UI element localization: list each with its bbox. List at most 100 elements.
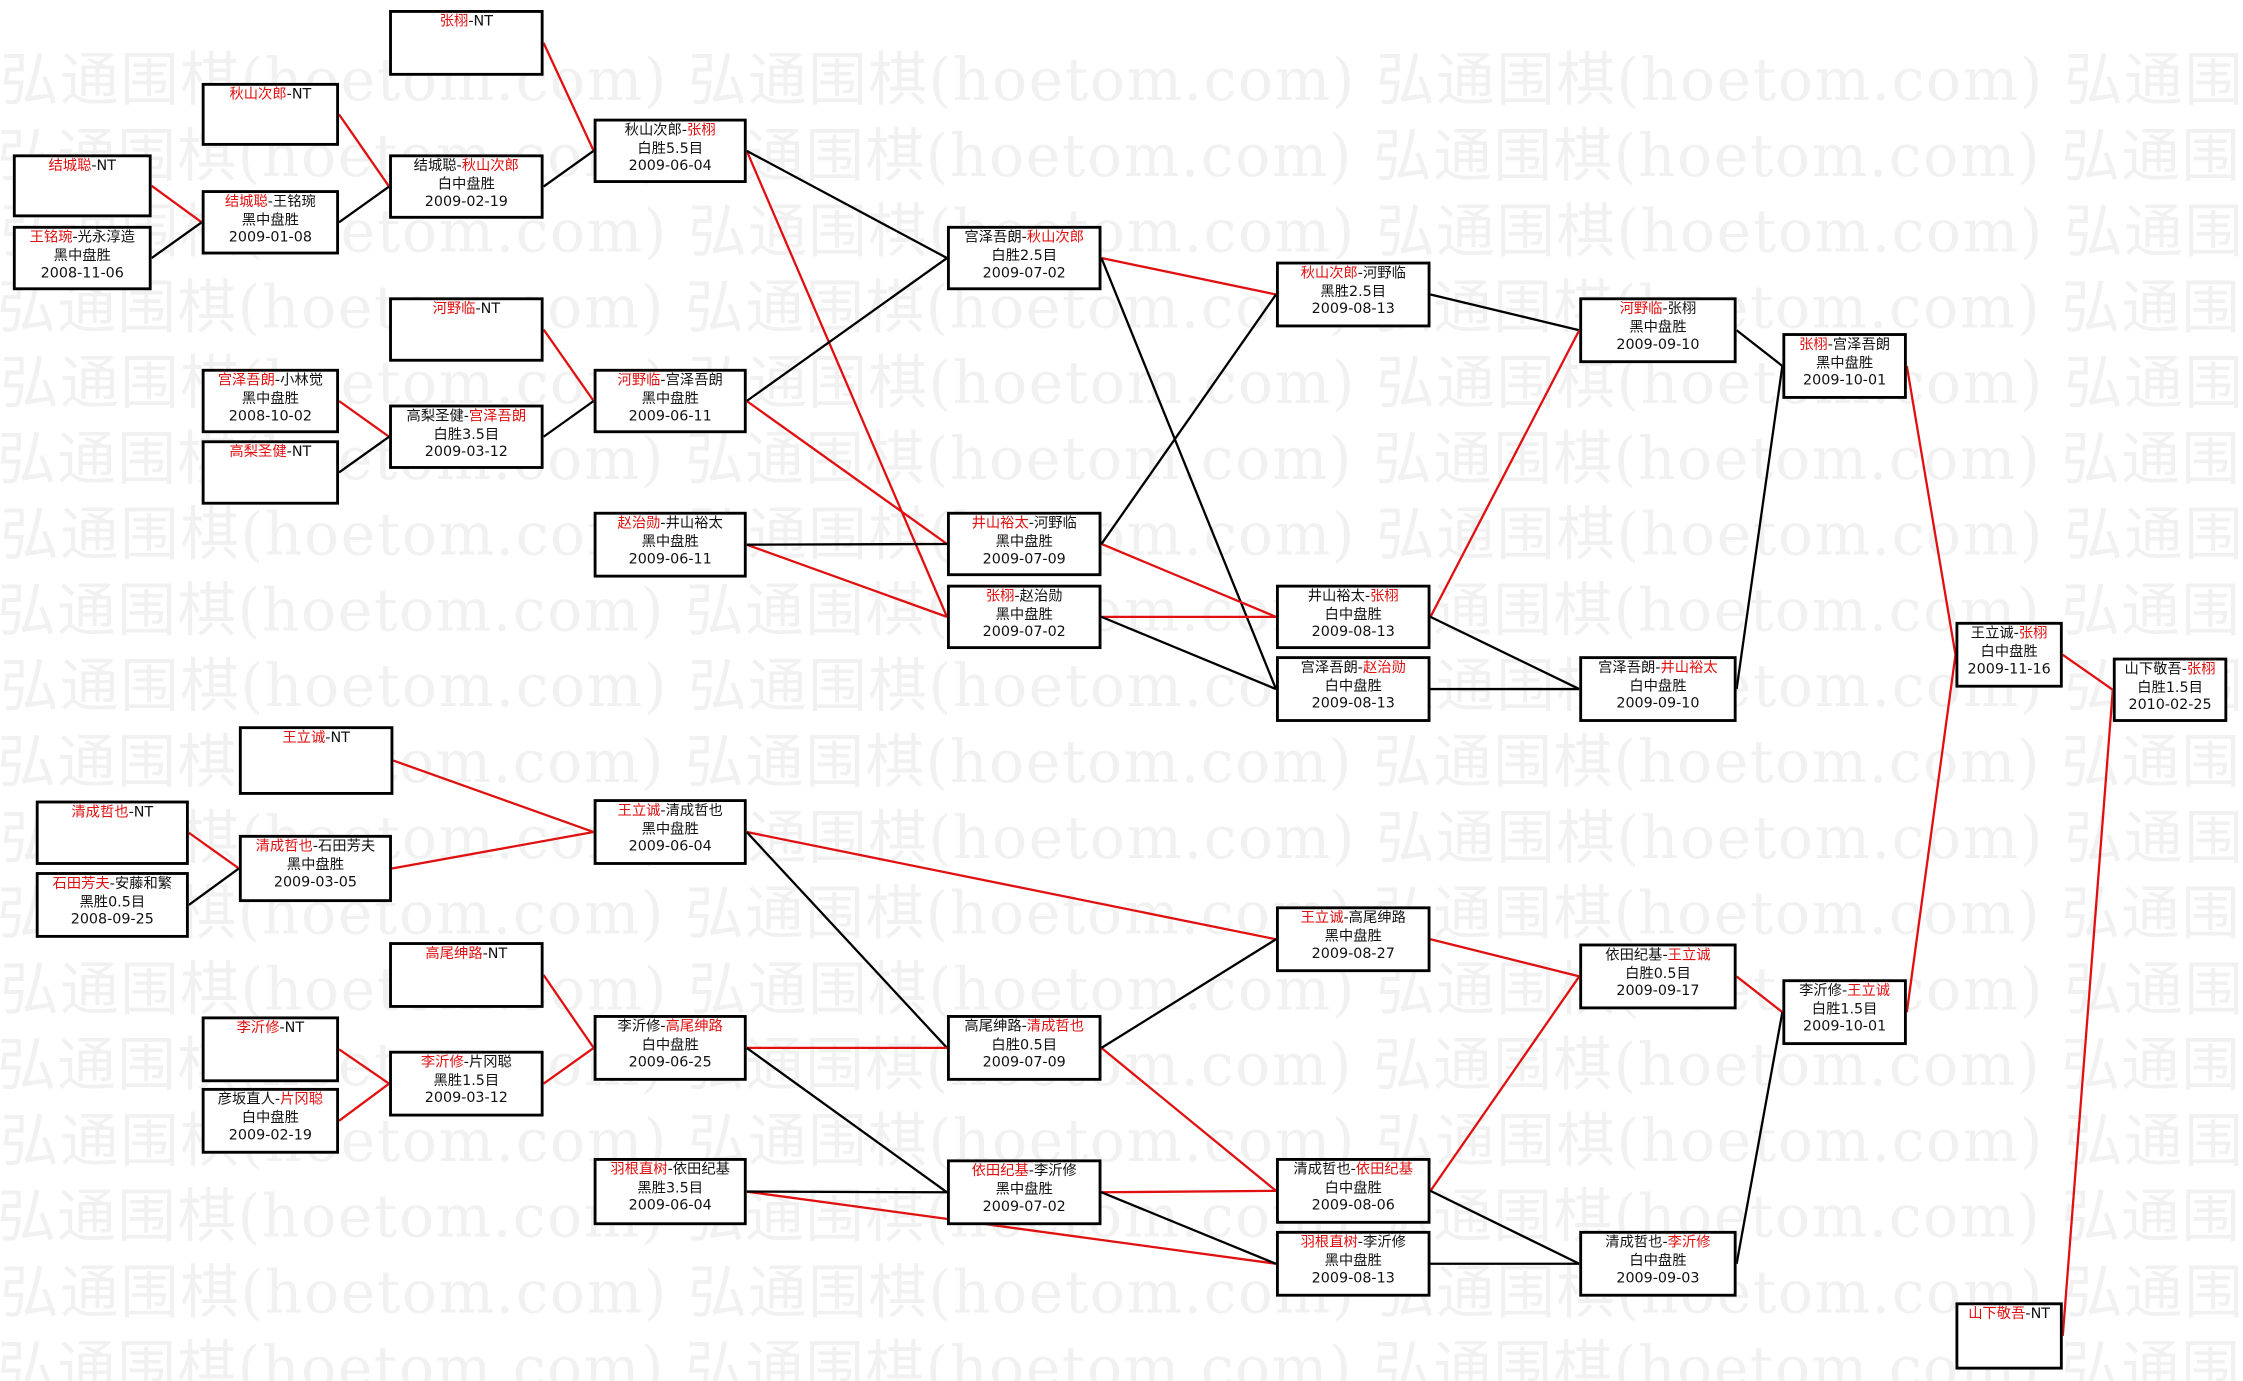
match-players: 李沂修-NT	[205, 1021, 337, 1039]
bracket-line	[746, 1046, 948, 1194]
player-name: 高尾绅路	[964, 1019, 1022, 1036]
match-players: 高梨圣健-宫泽吾朗	[392, 409, 541, 427]
player-name: 河野临	[1619, 301, 1663, 318]
player-name: 河野临	[432, 301, 476, 318]
match-players: 王立诚-张栩	[1958, 626, 2060, 644]
player-name: 片冈聪	[280, 1092, 323, 1108]
player-name: 高尾绅路	[665, 1019, 723, 1036]
bracket-line	[542, 149, 595, 188]
winner-path-line	[2062, 653, 2114, 691]
match-result: 白中盘胜	[641, 1037, 699, 1054]
player-separator: -	[468, 14, 474, 31]
player-name: 宫泽吾朗	[217, 373, 275, 389]
match-players: 石田芳夫-安藤和繁	[39, 876, 186, 894]
match-date: 2009-11-16	[1967, 662, 2051, 678]
player-name: 张栩	[2186, 661, 2216, 678]
match-date: 2009-09-10	[1616, 696, 1700, 713]
player-name: 结城聪	[48, 158, 92, 175]
match-players: 秋山次郎-张栩	[597, 123, 744, 141]
player-name: 秋山次郎	[1026, 230, 1085, 246]
match-date: 2009-03-12	[424, 444, 508, 461]
player-name: NT	[487, 946, 508, 963]
match-result: 黑中盘胜	[241, 391, 299, 407]
winner-path-line	[542, 1046, 595, 1085]
match-result: 白胜5.5目	[637, 140, 704, 157]
match-result: 白中盘胜	[1324, 607, 1382, 623]
match-date: 2010-02-25	[2128, 697, 2212, 714]
player-separator: -	[279, 1020, 285, 1037]
player-name: 高梨圣健	[406, 408, 464, 425]
match-result: 白胜3.5目	[433, 426, 500, 443]
player-name: 赵治勋	[1362, 660, 1406, 677]
match-result: 黑胜1.5目	[433, 1073, 500, 1089]
player-name: 片冈聪	[468, 1055, 512, 1071]
player-name: 赵治勋	[617, 516, 661, 532]
bracket-line	[1735, 329, 1784, 367]
bracket-line	[338, 185, 390, 224]
match-date: 2009-07-02	[982, 1199, 1066, 1216]
match-players: 结城聪-NT	[16, 159, 149, 177]
player-name: 依田纪基	[1605, 947, 1663, 964]
match-players: 李沂修-片冈聪	[392, 1055, 541, 1073]
match-date: 2009-06-04	[628, 839, 712, 856]
match-box: 李沂修-NT	[201, 1016, 340, 1083]
match-players: 结城聪-秋山次郎	[392, 159, 541, 177]
bracket-line	[1735, 1011, 1784, 1264]
player-name: 张栩	[1370, 588, 1399, 605]
match-result: 黑中盘胜	[1324, 928, 1382, 945]
match-result: 白胜1.5目	[1811, 1001, 1878, 1018]
player-name: 井山裕太	[665, 516, 723, 532]
match-date: 2009-06-04	[628, 1198, 712, 1215]
player-separator: -	[267, 194, 273, 211]
player-separator: -	[1014, 588, 1020, 605]
match-players: 宫泽吾朗-秋山次郎	[950, 230, 1099, 248]
bracket-line	[1100, 293, 1277, 545]
match-result: 白胜0.5目	[1625, 965, 1691, 982]
player-name: 张栩	[687, 122, 716, 139]
player-name: 李沂修	[1667, 1235, 1711, 1251]
match-players: 山下敬吾-张栩	[2116, 662, 2225, 680]
bracket-line	[188, 867, 240, 906]
winner-path-line	[1905, 654, 1957, 1013]
match-players: 河野临-张栩	[1582, 302, 1734, 320]
player-separator: -	[286, 87, 292, 103]
match-players: 彦坂直人-片冈聪	[205, 1092, 337, 1110]
bracket-line	[1100, 257, 1278, 690]
player-name: 羽根直树	[610, 1162, 668, 1178]
winner-path-line	[542, 974, 595, 1049]
player-name: 羽根直树	[1300, 1235, 1358, 1251]
winner-path-line	[188, 831, 240, 870]
winner-path-line	[542, 42, 595, 152]
bracket-line	[745, 831, 948, 1049]
player-name: 王立诚	[1667, 947, 1711, 964]
match-result: 黑中盘胜	[241, 212, 299, 229]
match-date: 2009-03-05	[273, 875, 357, 891]
match-date: 2009-08-13	[1311, 696, 1395, 713]
winner-path-line	[542, 328, 595, 402]
player-name: 依田纪基	[1355, 1162, 1414, 1178]
player-name: 王铭琬	[272, 194, 316, 211]
player-name: 秋山次郎	[229, 87, 287, 103]
player-name: 高梨圣健	[229, 444, 287, 461]
player-name: 李沂修	[236, 1020, 280, 1037]
match-box: 秋山次郎-NT	[201, 82, 340, 146]
match-players: 张栩-赵治勋	[950, 589, 1099, 607]
player-separator: -	[482, 946, 488, 963]
player-name: 结城聪	[224, 194, 268, 211]
match-result: 黑中盘胜	[995, 534, 1053, 550]
player-name: 河野临	[617, 373, 661, 389]
match-players: 井山裕太-张栩	[1279, 589, 1428, 607]
player-name: 高尾绅路	[1348, 910, 1406, 927]
